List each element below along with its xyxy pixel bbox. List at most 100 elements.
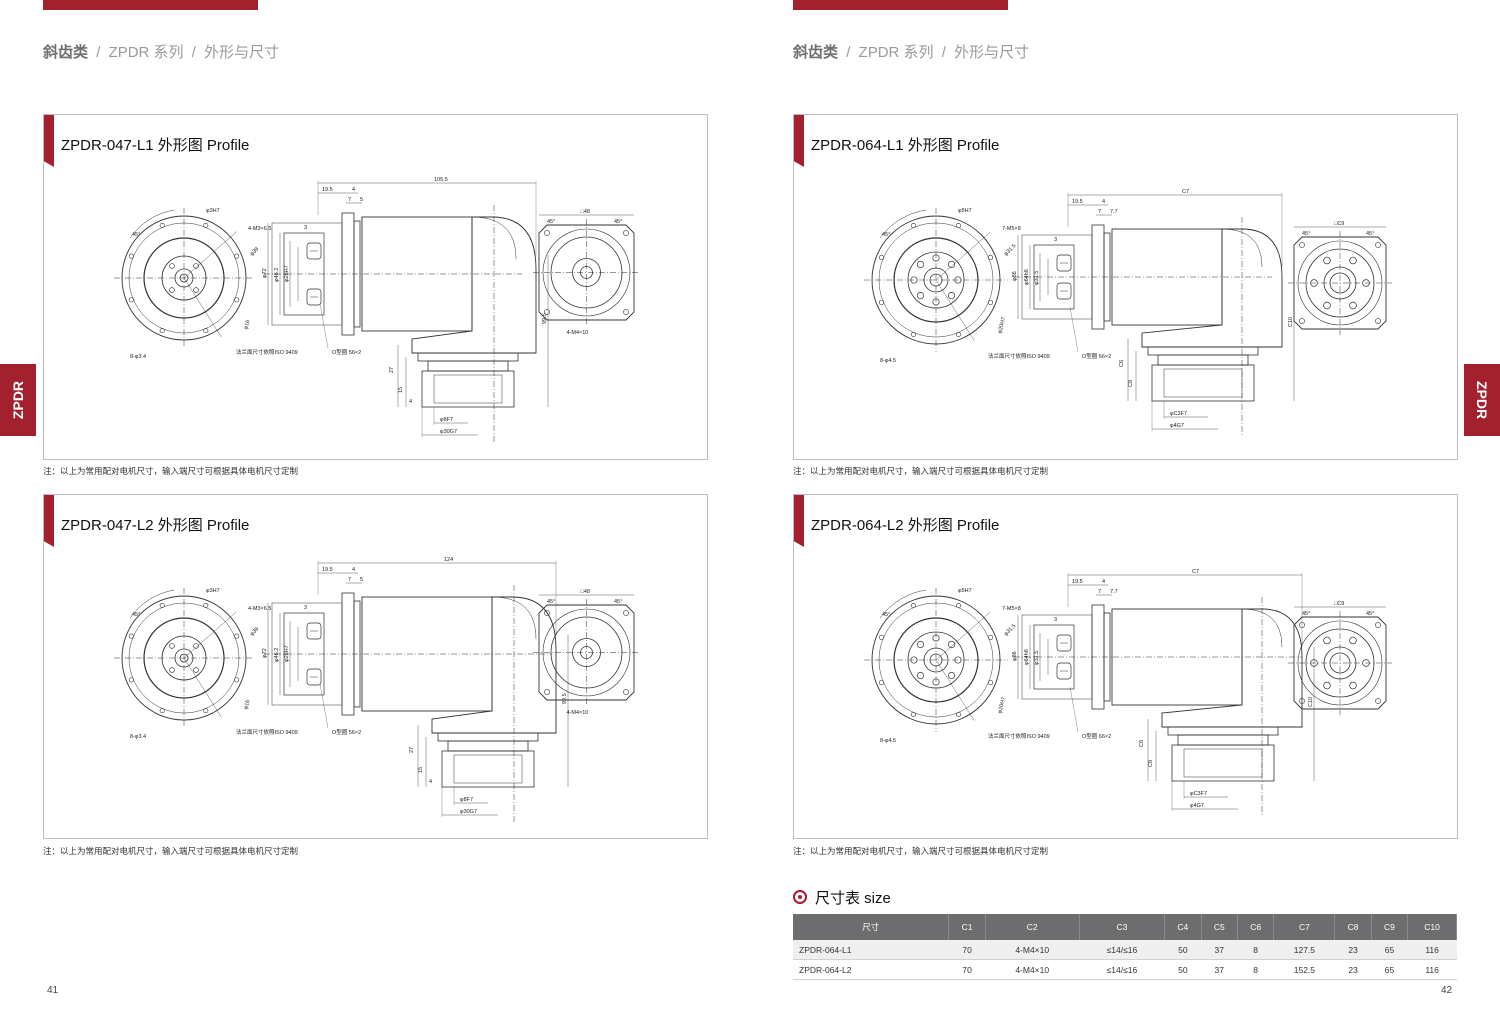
drawing-outline (441, 750, 535, 788)
table-cell: 4-M4×10 (985, 940, 1080, 960)
drawing-group: 45°φ5H77-M5×8φ31.58-φ4.5φ20H7C6C8φC3F7φ4… (864, 569, 1392, 817)
drawing-circle (948, 292, 956, 300)
dimension-label: φ39 (249, 246, 260, 257)
breadcrumb-section: 外形与尺寸 (204, 44, 280, 61)
drawing-circle (1362, 659, 1370, 667)
dimension-label: 4 (409, 399, 412, 405)
drawing-line (183, 277, 222, 338)
dimension-label: φ28H7 (284, 265, 290, 282)
drawing-line (1069, 306, 1079, 353)
drawing-outline (353, 600, 361, 708)
drawing-outline (306, 288, 322, 306)
dimension-label: O型圈 66×2 (1082, 732, 1111, 740)
elbow-arc (1241, 608, 1283, 648)
dimension-label: φ46.2 (274, 648, 280, 662)
table-cell: 70 (948, 940, 986, 960)
drawing-circle (1323, 256, 1331, 265)
angle-arc (129, 589, 175, 619)
table-header-cell: C2 (985, 914, 1080, 940)
panel-title: ZPDR-047-L1 外形图 Profile (61, 137, 250, 154)
drawing-circle (956, 332, 962, 338)
drawing-circle (948, 640, 956, 648)
dimension-label: φ86 (1012, 651, 1018, 661)
drawing-outline (353, 220, 361, 328)
drawing-circle (234, 633, 240, 639)
drawing-circle (128, 633, 134, 639)
drawing-outline (1157, 354, 1249, 366)
panel-flag (794, 495, 804, 547)
drawing-circle (544, 230, 550, 236)
drawing-circle (1299, 242, 1305, 248)
dimension-label: 法兰面尺寸依照ISO 9409 (236, 728, 298, 736)
drawing-circle (544, 309, 550, 315)
dimension-label: φ3H7 (206, 588, 220, 594)
drawing-line (183, 657, 222, 718)
drawing-circle (878, 254, 884, 260)
elbow-arc (1221, 228, 1263, 268)
dimension-label: 法兰面尺寸依照ISO 9409 (988, 352, 1050, 360)
dimension-label: φ46.2 (274, 268, 280, 282)
drawing-circle (910, 276, 918, 284)
dimension-label: □C9 (1334, 601, 1344, 607)
dimension-label: φ8F7 (440, 417, 453, 423)
drawing-outline (306, 622, 322, 640)
dimension-label: 45° (1302, 611, 1310, 617)
table-header-cell: 尺寸 (793, 914, 950, 940)
dimension-label: 7.7 (1110, 589, 1118, 595)
dimension-label: φ31.5 (1034, 271, 1040, 285)
drawing-line (935, 279, 975, 341)
breadcrumb-category: 斜齿类 (43, 44, 89, 61)
table-cell: 116 (1407, 940, 1457, 960)
dimension-label: C6 (1119, 360, 1125, 367)
size-table-heading: 尺寸表 size (793, 887, 891, 908)
dimension-label: 4 (429, 779, 432, 785)
drawing-circle (878, 634, 884, 640)
dimension-label: φ72 (262, 268, 268, 278)
dimension-label: 27 (409, 747, 415, 753)
drawing-circle (878, 300, 884, 306)
dimension-label: φ28H7 (284, 645, 290, 662)
drawing-circle (910, 222, 916, 228)
table-cell: ≤14/≤16 (1079, 959, 1165, 980)
dimension-label: φ72 (262, 648, 268, 658)
dimension-label: φ8F7 (460, 797, 473, 803)
drawing-line (935, 659, 975, 721)
drawing-circle (932, 298, 940, 306)
technical-drawing: 45°φ5H77-M5×8φ31.58-φ4.5φ20H7C6C8φC3F7φ4… (864, 569, 1392, 817)
side-tab-right: ZPDR (1464, 364, 1500, 436)
dimension-label: φ20H7 (997, 317, 1007, 335)
drawing-circle (916, 292, 924, 300)
dimension-label: 19.5 (322, 567, 333, 573)
drawing-group: 45°φ5H77-M5×8φ31.58-φ4.5φ20H7C6C8φC3F7φ4… (864, 189, 1392, 437)
drawing-outline (1147, 346, 1259, 356)
drawing-outline (1167, 726, 1279, 736)
dimension-label: 5 (360, 197, 363, 203)
drawing-circle (544, 610, 550, 616)
dimension-label: φ64h6 (1024, 649, 1030, 665)
dimension-label: φ86 (1012, 271, 1018, 281)
dimension-label: 15 (418, 767, 424, 773)
technical-drawing: 45°φ5H77-M5×8φ31.58-φ4.5φ20H7C6C8φC3F7φ4… (864, 189, 1392, 437)
table-header-cell: C3 (1079, 914, 1166, 940)
dimension-label: φ31.5 (1003, 623, 1017, 637)
dimension-label: φ31.5 (1034, 651, 1040, 665)
dimension-label: φ3H7 (206, 208, 220, 214)
drawing-circle (623, 309, 629, 315)
dimension-label: φC3F7 (1190, 791, 1207, 797)
technical-drawing: 45°φ3H74-M3×6.5φ398-φ3.4φ1627154φ8F7φ30G… (114, 557, 640, 823)
drawing-circle (234, 297, 240, 303)
drawing-circle (169, 287, 175, 293)
breadcrumb-section: 外形与尺寸 (954, 44, 1030, 61)
drawing-circle (234, 253, 240, 259)
square-flange-outline (1293, 236, 1387, 330)
elbow-outline (411, 216, 537, 354)
drawing-circle (954, 656, 962, 664)
dimension-label: φ4G7 (1190, 803, 1204, 809)
dimension-label: 45° (1366, 611, 1374, 617)
table-cell: 127.5 (1273, 940, 1335, 960)
dimension-label: 4 (1102, 579, 1105, 585)
panel-note: 注：以上为常用配对电机尺寸，输入端尺寸可根据具体电机尺寸定制 (793, 466, 1049, 476)
drawing-circle (1349, 256, 1357, 265)
dimension-label: 45° (1366, 231, 1374, 237)
